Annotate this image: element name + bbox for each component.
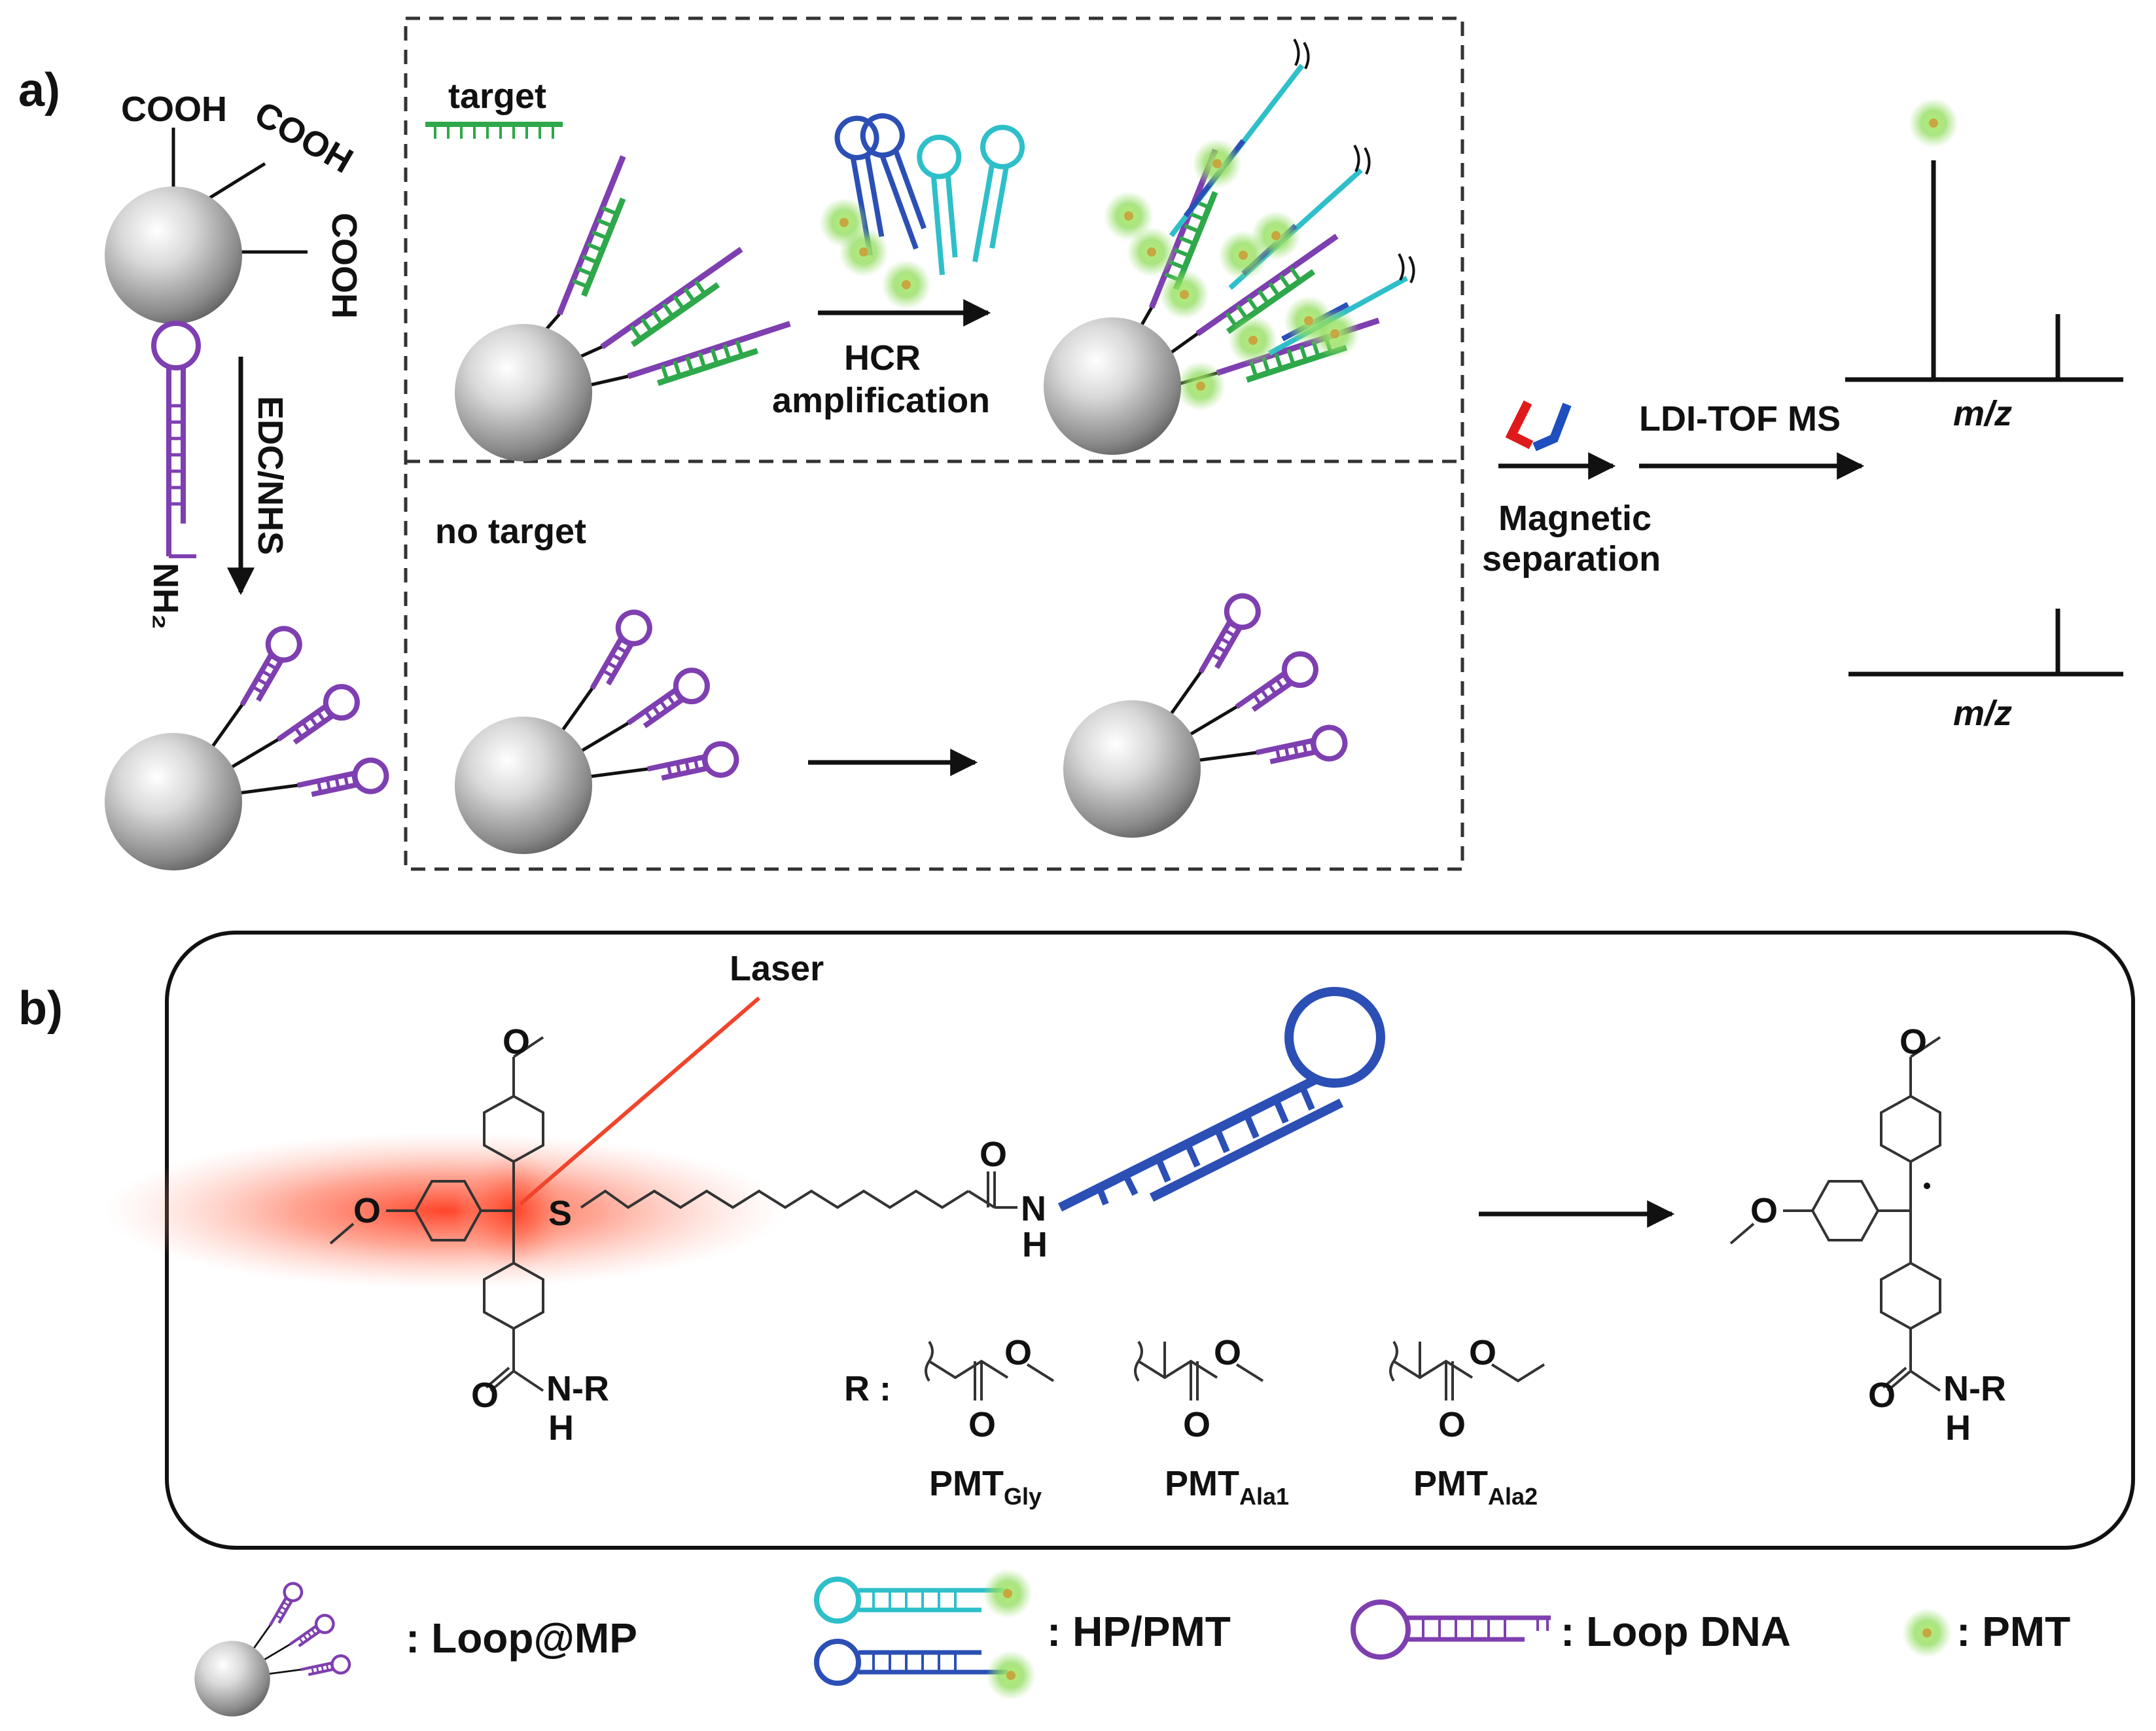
legend-loop-mp: : Loop@MP — [406, 1615, 637, 1662]
radical-dot — [1924, 1183, 1930, 1189]
atom-o-link: O — [471, 1376, 499, 1415]
mz-label-top: m/z — [1953, 394, 2012, 433]
target-label: target — [448, 77, 546, 116]
captured-target-bead — [455, 156, 795, 461]
atom-o-top: O — [503, 1022, 530, 1062]
reaction-box — [404, 16, 1464, 871]
atom-h-amide: H — [1022, 1225, 1048, 1264]
loop-mp-bead — [105, 623, 389, 870]
legend-hp-pmt: : HP/PMT — [1047, 1608, 1231, 1655]
hp-pmt-icon — [814, 1569, 1036, 1700]
ms-method-label: LDI-TOF MS — [1639, 399, 1841, 438]
panel-b-label: b) — [18, 982, 63, 1035]
laser-glow — [105, 1132, 785, 1289]
atom-o-p1: O — [1004, 1333, 1032, 1372]
hairpin-probe — [1057, 987, 1385, 1212]
cooh-label-2: COOH — [248, 94, 359, 181]
target-strand — [425, 122, 563, 139]
atom-prod-o-top: O — [1900, 1022, 1927, 1062]
laser-label: Laser — [730, 949, 824, 988]
hcr-hairpins — [819, 113, 1025, 310]
separation-label: separation — [1482, 539, 1661, 579]
pmt-structure — [329, 1036, 1017, 1392]
spectrum-bottom — [1848, 609, 2123, 677]
atom-prod-o-left: O — [1750, 1191, 1778, 1230]
hcr-label: HCR — [844, 338, 921, 378]
loop-dna-amine — [151, 321, 201, 558]
product-radical — [1729, 1036, 1941, 1392]
legend-pmt: : PMT — [1956, 1608, 2070, 1655]
no-target-label: no target — [435, 512, 586, 551]
r-group-label: R : — [844, 1369, 891, 1408]
atom-o-p1b: O — [968, 1405, 996, 1444]
atom-prod-o-amide: O — [1868, 1376, 1896, 1415]
atom-o-p3b: O — [1438, 1405, 1466, 1444]
pmt-ala1-label: PMTAla1 — [1165, 1464, 1289, 1510]
magnet-icon — [1505, 400, 1572, 452]
pmt-glow-icon — [1902, 1608, 1952, 1658]
atom-prod-h: H — [1945, 1408, 1971, 1448]
atom-o-left: O — [353, 1191, 381, 1230]
panel-a-label: a) — [18, 64, 60, 116]
mz-label-bottom: m/z — [1953, 694, 2012, 733]
spectrum-top — [1845, 98, 2123, 382]
legend-loop-dna: : Loop DNA — [1561, 1608, 1791, 1655]
laser-beam — [519, 996, 760, 1206]
amplification-label: amplification — [772, 381, 990, 420]
cooh-label-1: COOH — [121, 90, 227, 129]
loop-mp-icon — [194, 1580, 351, 1717]
loop-dna-icon — [1351, 1599, 1551, 1660]
atom-o-p3: O — [1469, 1333, 1496, 1372]
cooh-label-3: COOH — [325, 213, 364, 319]
atom-prod-nr: N-R — [1943, 1369, 2006, 1408]
atom-s: S — [548, 1194, 572, 1233]
magnetic-label: Magnetic — [1498, 499, 1652, 538]
no-target-bead-right — [1063, 590, 1348, 838]
no-target-bead-left — [455, 607, 739, 854]
atom-o-p2b: O — [1183, 1405, 1211, 1444]
carboxyl-bead — [105, 128, 308, 324]
pmt-ala2-label: PMTAla2 — [1413, 1464, 1538, 1510]
r-group-gly — [925, 1340, 1055, 1401]
atom-nr: N-R — [546, 1369, 609, 1408]
atom-n-amide: N — [1021, 1189, 1046, 1228]
amine-label: NH₂ — [146, 563, 185, 630]
r-group-ala1 — [1134, 1340, 1264, 1401]
atom-h-link: H — [548, 1408, 574, 1448]
atom-o-amide: O — [980, 1135, 1007, 1174]
r-group-ala2 — [1389, 1340, 1546, 1401]
atom-o-p2: O — [1214, 1333, 1241, 1372]
coupling-label: EDC/NHS — [251, 396, 290, 555]
amplified-bead — [1044, 38, 1415, 455]
pmt-gly-label: PMTGly — [929, 1464, 1042, 1510]
